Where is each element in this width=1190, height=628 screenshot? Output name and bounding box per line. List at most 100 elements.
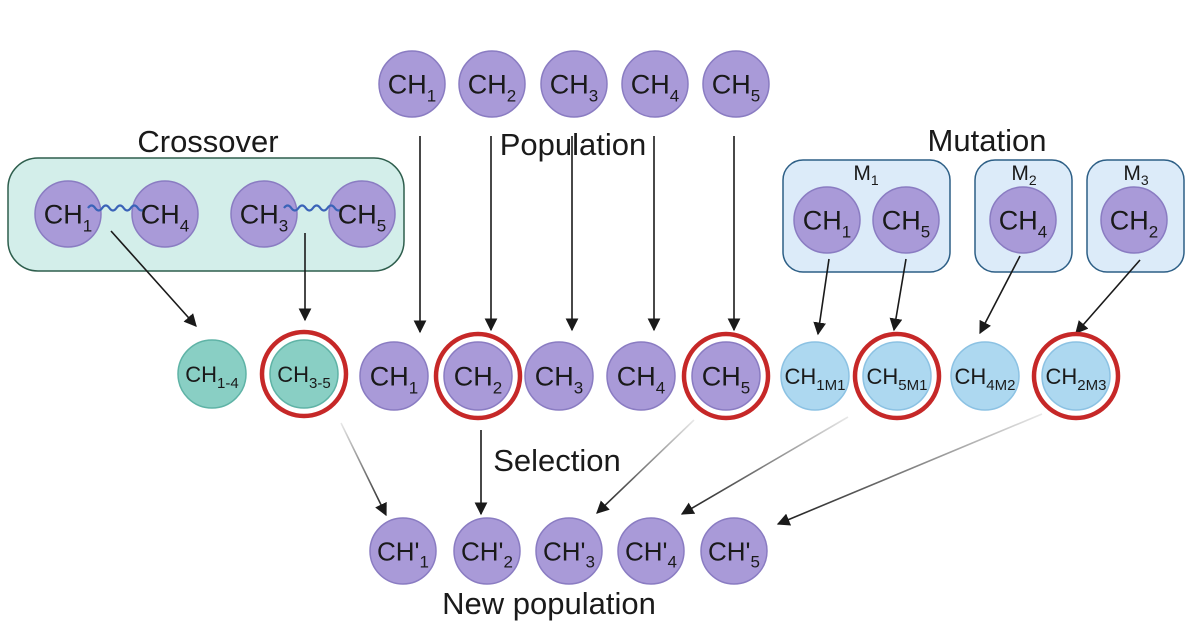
new-population-label: New population bbox=[442, 586, 656, 621]
crossover-right-label: CH5 bbox=[338, 200, 386, 236]
mutation-group-label-subscript: 1 bbox=[871, 172, 879, 188]
crossover-left-label-base: CH bbox=[240, 200, 279, 230]
candidate-label-base: CH bbox=[370, 362, 409, 392]
candidate-circle bbox=[269, 339, 339, 409]
selected-ring bbox=[1031, 331, 1121, 421]
selected-ring bbox=[259, 329, 349, 419]
new-population-circle bbox=[369, 517, 437, 585]
candidate-label-base: CH bbox=[955, 364, 987, 389]
mutation-member-label-subscript: 4 bbox=[1038, 222, 1047, 241]
candidate-label-subscript: 4M2 bbox=[986, 377, 1015, 394]
new-population-label-subscript: 4 bbox=[668, 553, 677, 572]
new-population-label-base: CH' bbox=[461, 536, 504, 566]
new-population-label: CH'5 bbox=[708, 536, 760, 571]
mutation-member-label-base: CH bbox=[803, 206, 842, 236]
candidate-label-subscript: 3-5 bbox=[309, 375, 331, 392]
candidate-circle bbox=[862, 341, 932, 411]
mutation-member-label: CH1 bbox=[803, 206, 851, 242]
candidate-label: CH1M1 bbox=[785, 364, 846, 394]
arrow-crossover-1-to-ch1-4 bbox=[110, 230, 197, 327]
candidate-label: CH5 bbox=[702, 362, 750, 398]
candidate-label-subscript: 5M1 bbox=[898, 377, 927, 394]
crossover-wave bbox=[283, 204, 343, 212]
new-population-label: CH'3 bbox=[543, 536, 595, 571]
candidate-node: CH1M1 bbox=[780, 341, 850, 411]
candidate-node: CH3-5 bbox=[259, 329, 349, 419]
crossover-left-label-base: CH bbox=[44, 200, 83, 230]
new-population-label-subscript: 2 bbox=[504, 553, 513, 572]
candidate-label: CH3-5 bbox=[277, 362, 330, 392]
crossover-left-circle bbox=[34, 180, 102, 248]
candidate-label-base: CH bbox=[702, 362, 741, 392]
candidate-label-base: CH bbox=[867, 364, 899, 389]
crossover-left-label: CH3 bbox=[240, 200, 288, 236]
mutation-member-circle bbox=[989, 186, 1057, 254]
mutation-member-label: CH5 bbox=[882, 206, 930, 242]
candidate-label: CH4M2 bbox=[955, 364, 1016, 394]
mutation-group-label-base: M bbox=[853, 162, 871, 185]
population-node-circle bbox=[540, 50, 608, 118]
candidate-label-subscript: 2 bbox=[493, 378, 502, 397]
population-node-label-base: CH bbox=[712, 70, 751, 100]
mutation-label: Mutation bbox=[928, 123, 1047, 158]
crossover-left-circle bbox=[230, 180, 298, 248]
crossover-pair: CH3 CH5 bbox=[230, 180, 396, 248]
candidate-node: CH4M2 bbox=[950, 341, 1020, 411]
new-population-label: CH'2 bbox=[461, 536, 513, 571]
population-node-label-subscript: 5 bbox=[751, 86, 760, 105]
new-population-label-base: CH' bbox=[625, 536, 668, 566]
crossover-left-label-subscript: 3 bbox=[279, 216, 288, 235]
candidate-label-subscript: 1-4 bbox=[217, 375, 239, 392]
new-population-label-base: CH' bbox=[377, 536, 420, 566]
population-node-label-subscript: 4 bbox=[670, 86, 679, 105]
new-population-label-base: CH' bbox=[708, 536, 751, 566]
mutation-member: CH1 bbox=[793, 186, 861, 254]
candidate-node: CH4 bbox=[606, 341, 676, 411]
population-node-circle bbox=[702, 50, 770, 118]
new-population-label: CH'1 bbox=[377, 536, 429, 571]
selection-label: Selection bbox=[493, 443, 621, 478]
candidate-label-base: CH bbox=[185, 362, 217, 387]
mutation-group-label-subscript: 3 bbox=[1141, 172, 1149, 188]
population-node: CH1 bbox=[378, 50, 446, 118]
population-node-label: CH5 bbox=[712, 70, 760, 106]
candidate-circle bbox=[177, 339, 247, 409]
candidate-label-subscript: 1 bbox=[409, 378, 418, 397]
new-population-circle bbox=[617, 517, 685, 585]
mutation-group-label: M3 bbox=[1123, 162, 1149, 188]
crossover-right-label-subscript: 4 bbox=[180, 216, 189, 235]
mutation-member-label-subscript: 2 bbox=[1149, 222, 1158, 241]
population-node-label-base: CH bbox=[468, 70, 507, 100]
selected-ring bbox=[433, 331, 523, 421]
new-population-label-subscript: 1 bbox=[420, 553, 429, 572]
candidate-circle bbox=[950, 341, 1020, 411]
arrow-m2-to-ch4m2 bbox=[979, 255, 1021, 335]
population-node-circle bbox=[458, 50, 526, 118]
mutation-member-circle bbox=[872, 186, 940, 254]
new-population-label: CH'4 bbox=[625, 536, 677, 571]
mutation-member-label-base: CH bbox=[999, 206, 1038, 236]
arrow-m1-ch5-to-ch5m1 bbox=[889, 258, 907, 332]
population-node-label-base: CH bbox=[631, 70, 670, 100]
new-population-node: CH'3 bbox=[535, 517, 603, 585]
mutation-member-label-base: CH bbox=[1110, 206, 1149, 236]
mutation-member: CH2 bbox=[1100, 186, 1168, 254]
population-node-label: CH2 bbox=[468, 70, 516, 106]
flow-arrows bbox=[110, 136, 1141, 526]
arrow-select-ch5m1 bbox=[680, 416, 849, 515]
new-population-circle bbox=[535, 517, 603, 585]
new-population-node: CH'4 bbox=[617, 517, 685, 585]
new-population-label-base: CH' bbox=[543, 536, 586, 566]
mutation-member-label-base: CH bbox=[882, 206, 921, 236]
candidate-circle bbox=[524, 341, 594, 411]
candidate-label-base: CH bbox=[454, 362, 493, 392]
population-node-label-subscript: 2 bbox=[507, 86, 516, 105]
mutation-member-label: CH2 bbox=[1110, 206, 1158, 242]
population-node-circle bbox=[621, 50, 689, 118]
population-node-label-subscript: 3 bbox=[589, 86, 598, 105]
candidate-label-subscript: 2M3 bbox=[1077, 377, 1106, 394]
candidate-node: CH1 bbox=[359, 341, 429, 411]
mutation-member: CH4 bbox=[989, 186, 1057, 254]
